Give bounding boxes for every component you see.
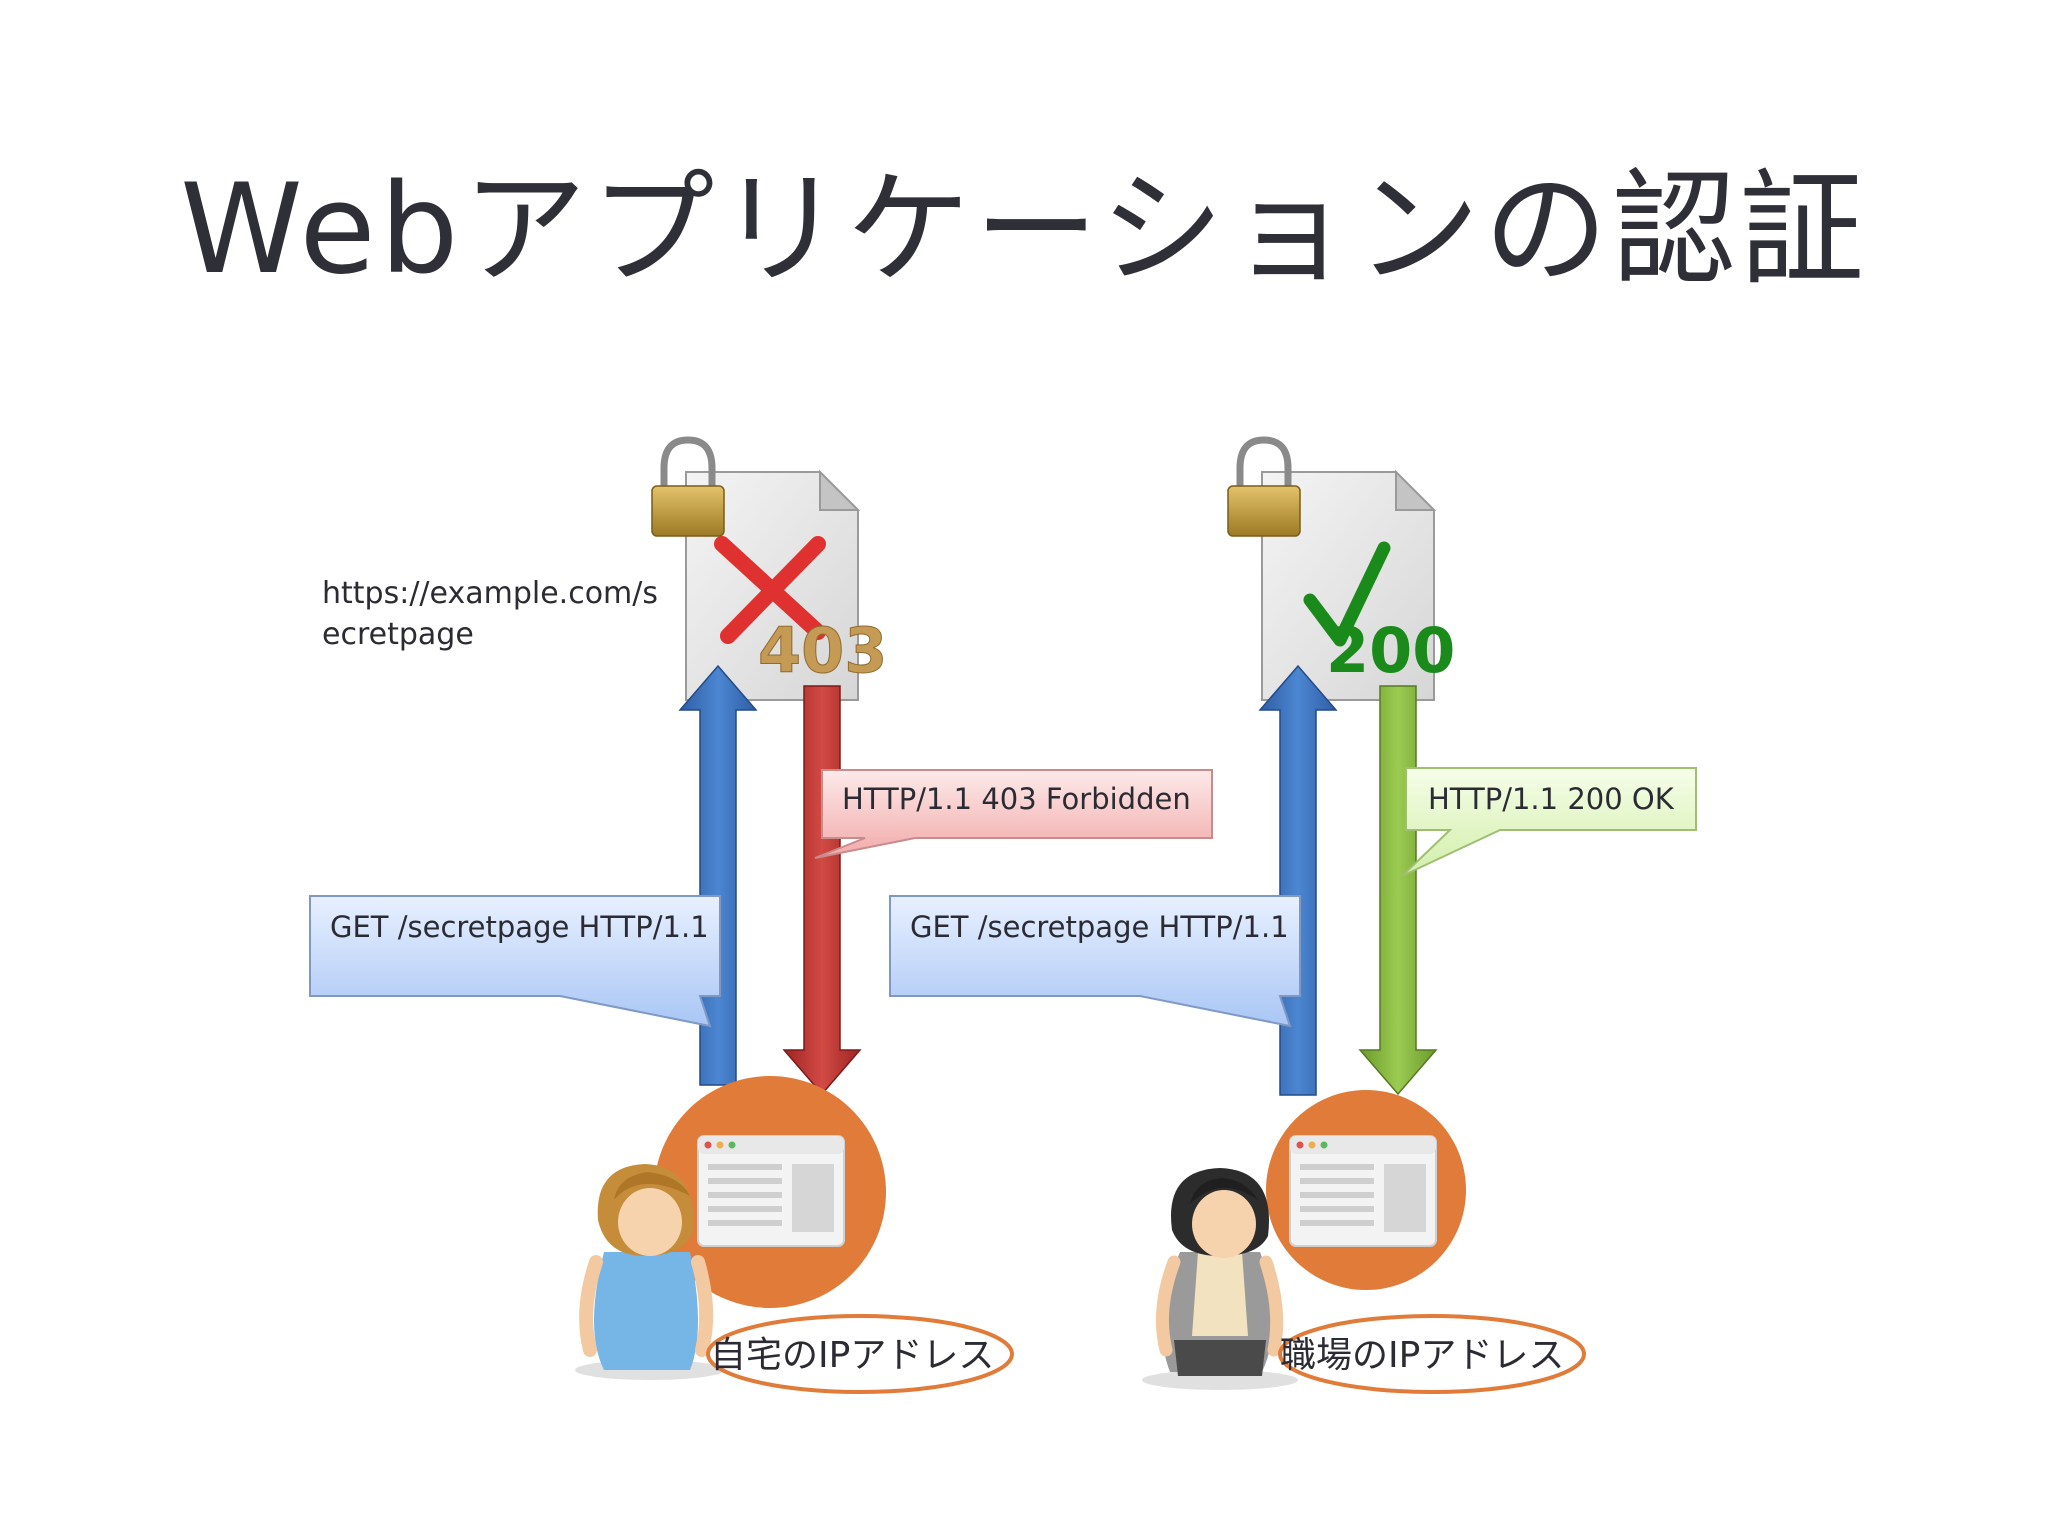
- office-user-avatar: [1142, 1168, 1298, 1390]
- location-label-right: 職場のIPアドレス: [1280, 1335, 1564, 1376]
- forbidden-response-text: HTTP/1.1 403 Forbidden: [842, 782, 1191, 816]
- page-title: Webアプリケーションの認証: [180, 158, 1868, 302]
- request-text-left: GET /secretpage HTTP/1.1: [330, 910, 709, 944]
- url-text-line1: https://example.com/s: [322, 576, 658, 611]
- padlock-icon-right: [1227, 436, 1301, 537]
- request-arrow-left: [678, 664, 758, 1086]
- status-code-200: 200: [1326, 614, 1455, 687]
- location-label-left: 自宅のIPアドレス: [710, 1335, 994, 1376]
- ok-response-arrow: [1358, 685, 1438, 1096]
- padlock-icon-left: [651, 436, 725, 537]
- success-check-icon: [1303, 541, 1391, 647]
- home-user-avatar: [575, 1164, 725, 1380]
- browser-icon-right: [1266, 1090, 1466, 1290]
- request-text-right: GET /secretpage HTTP/1.1: [910, 910, 1289, 944]
- location-ellipse-left: [706, 1314, 1014, 1394]
- url-text-line2: ecretpage: [322, 617, 474, 652]
- denied-x-icon: [714, 536, 826, 644]
- forbidden-response-arrow: [782, 685, 862, 1096]
- location-ellipse-right: [1278, 1314, 1586, 1394]
- request-arrow-right: [1258, 664, 1338, 1096]
- request-bubble-right: [889, 895, 1301, 1028]
- request-bubble-left: [309, 895, 721, 1028]
- forbidden-response-bubble: [814, 769, 1213, 859]
- browser-icon-left: [654, 1076, 886, 1308]
- ok-response-text: HTTP/1.1 200 OK: [1428, 782, 1675, 816]
- secret-document-icon-right: [1261, 469, 1437, 701]
- status-code-403: 403: [758, 614, 887, 687]
- ok-response-bubble: [1401, 767, 1697, 877]
